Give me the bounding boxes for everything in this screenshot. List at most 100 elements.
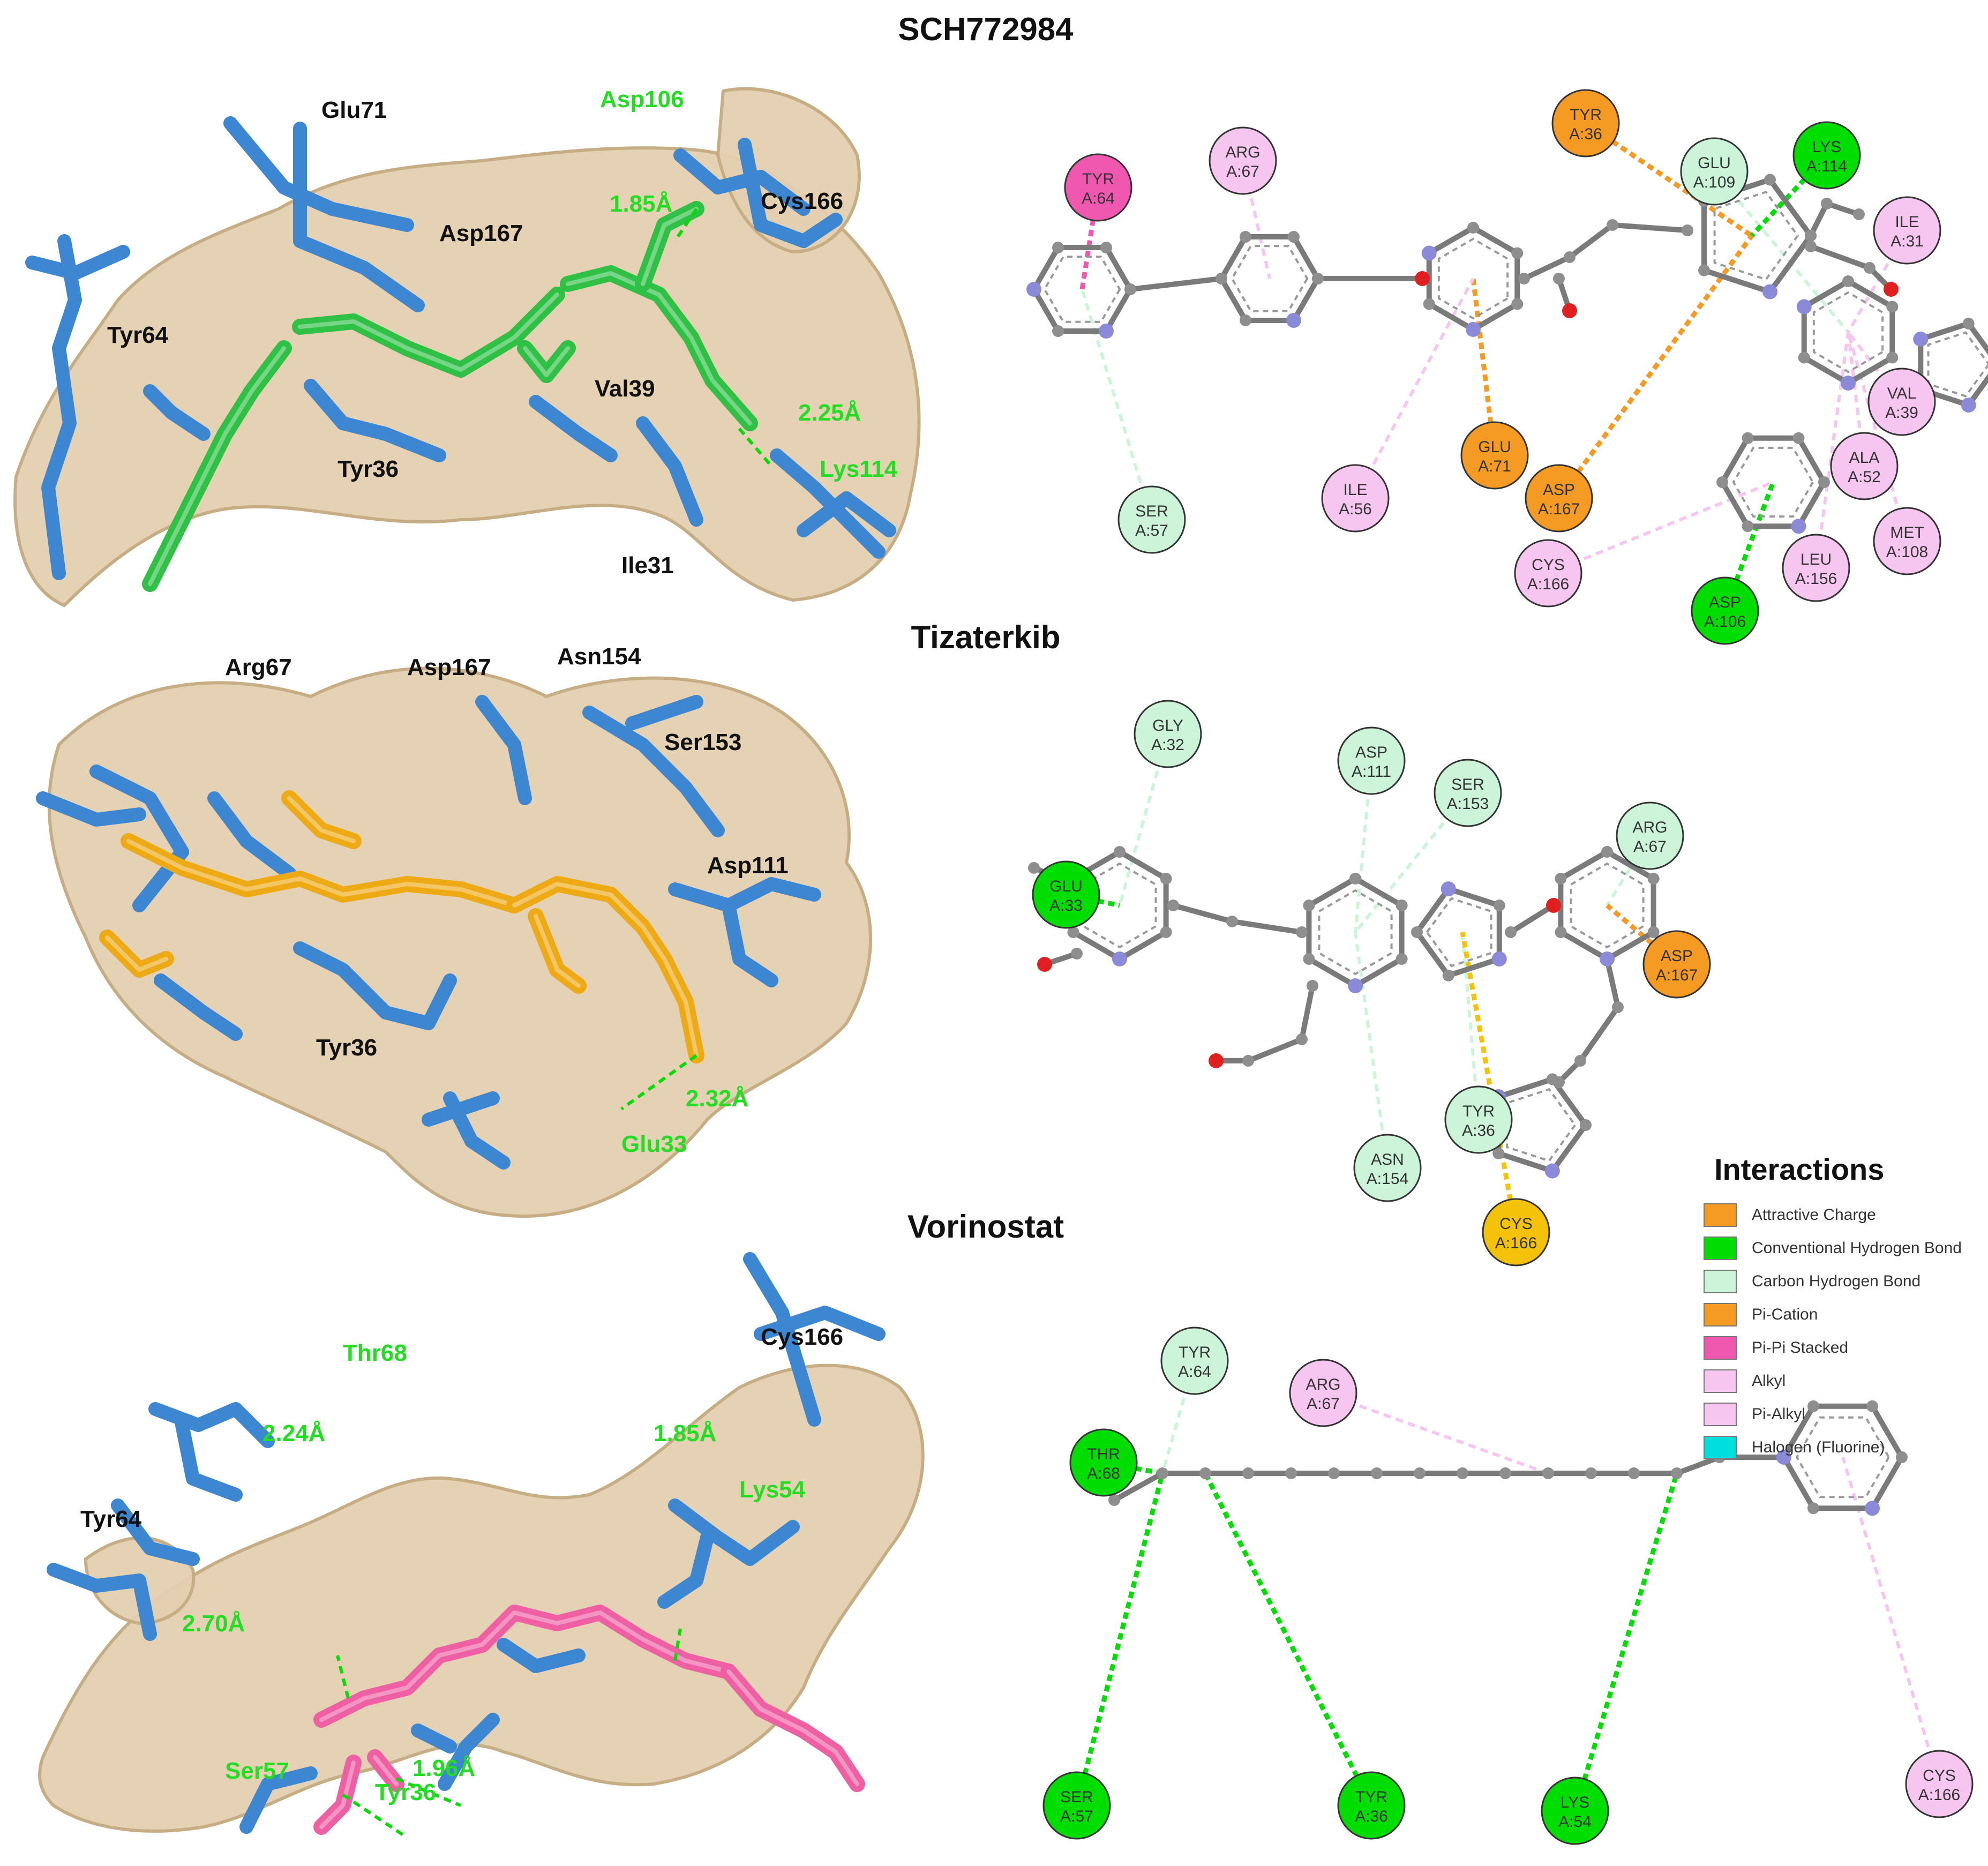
legend-swatch [1704,1236,1737,1260]
atom [1240,231,1251,243]
residue-name: ARG [1225,144,1260,161]
atom [1555,873,1567,885]
aromatic-bond [1570,862,1645,949]
hetero-atom [1546,898,1561,913]
interaction-line [1557,234,1754,500]
ligand-stick [560,265,758,431]
residue-name: ASP [1543,481,1575,499]
atom [1240,314,1251,326]
residue-stick [239,1766,318,1834]
residue-circle [1064,153,1132,222]
atom [1052,242,1064,254]
aromatic-bond [1043,256,1121,323]
atom [1124,283,1136,295]
residue-label: Asp111 [707,852,789,879]
residue-stick [668,877,821,912]
atom [1601,846,1613,858]
atom [1511,247,1524,259]
residue-label: Cys166 [761,1324,843,1350]
hetero-atom [1791,519,1806,534]
ligand-stick [367,1749,404,1792]
hetero-atom [1037,957,1052,972]
residue-name: ILE [1895,213,1919,231]
residue-circle [1321,464,1390,533]
residue-circle [1289,1359,1357,1427]
residue-name: TYR [1179,1344,1211,1361]
aromatic-bond [1795,1416,1891,1498]
atom [1764,174,1776,186]
residue-label: Tyr36 [316,1035,377,1061]
hetero-atom [1762,284,1777,299]
atom [1805,230,1817,242]
residue-circle [1032,860,1100,929]
interaction-lines [1079,121,1909,612]
residue-id: A:166 [1527,575,1569,593]
residue-stick [625,695,703,730]
residue-stick [148,1402,275,1448]
hetero-atom [1209,1053,1224,1068]
hetero-atom [1099,323,1114,339]
residue-id: A:57 [1135,522,1168,539]
residue-stick [797,491,896,537]
residue-name: CYS [1499,1215,1533,1233]
interaction-line [1814,332,1850,568]
hetero-atom [1884,282,1899,297]
hetero-atom [1491,951,1507,966]
ligand-stick [99,930,174,978]
atom [1742,432,1754,444]
ligand-stick [313,1755,362,1835]
atom [1492,1147,1505,1159]
residue-stick [175,1418,243,1502]
residue-stick [529,395,618,462]
residue-stick [154,973,243,1041]
residue-stick [25,245,130,280]
residue-label: Tyr64 [107,322,169,348]
bond [1522,222,1688,281]
legend-label: Pi-Pi Stacked [1752,1339,1849,1357]
binding-surface [13,146,921,608]
atom [1896,1451,1908,1463]
residue-name: MET [1890,524,1924,542]
hbond-label: 2.70Å [182,1610,245,1637]
residue-name: SER [1060,1788,1093,1806]
residue-id: A:36 [1569,125,1602,143]
residue-name: TYR [1570,106,1602,124]
aromatic-bond [1231,245,1309,312]
legend-title: Interactions [1714,1152,1885,1186]
residue-stick [754,1306,886,1341]
residue-circle [1482,1198,1550,1267]
residue-label: Asp167 [407,654,491,680]
hetero-atom [1600,951,1615,966]
atom [1792,432,1805,444]
residue-name: THR [1087,1445,1120,1463]
atom [1805,241,1817,252]
bond [1172,903,1302,935]
residue-circle [1337,1771,1406,1840]
residue-circle [1160,1327,1229,1395]
hbond-distance-line [342,1793,408,1839]
atom [1296,1033,1308,1045]
interaction-line [1847,332,1866,467]
residue-name: ALA [1849,449,1880,467]
ligand-structure [1026,174,1988,534]
atom [1493,900,1505,912]
atom [1199,1467,1211,1479]
residue-nodes: TYRA:64ARGA:67THRA:68SERA:57TYRA:36LYSA:… [1042,1327,1974,1845]
interaction-lines [1074,1360,1941,1812]
atom [1442,969,1454,981]
residue-circle [1134,700,1202,768]
